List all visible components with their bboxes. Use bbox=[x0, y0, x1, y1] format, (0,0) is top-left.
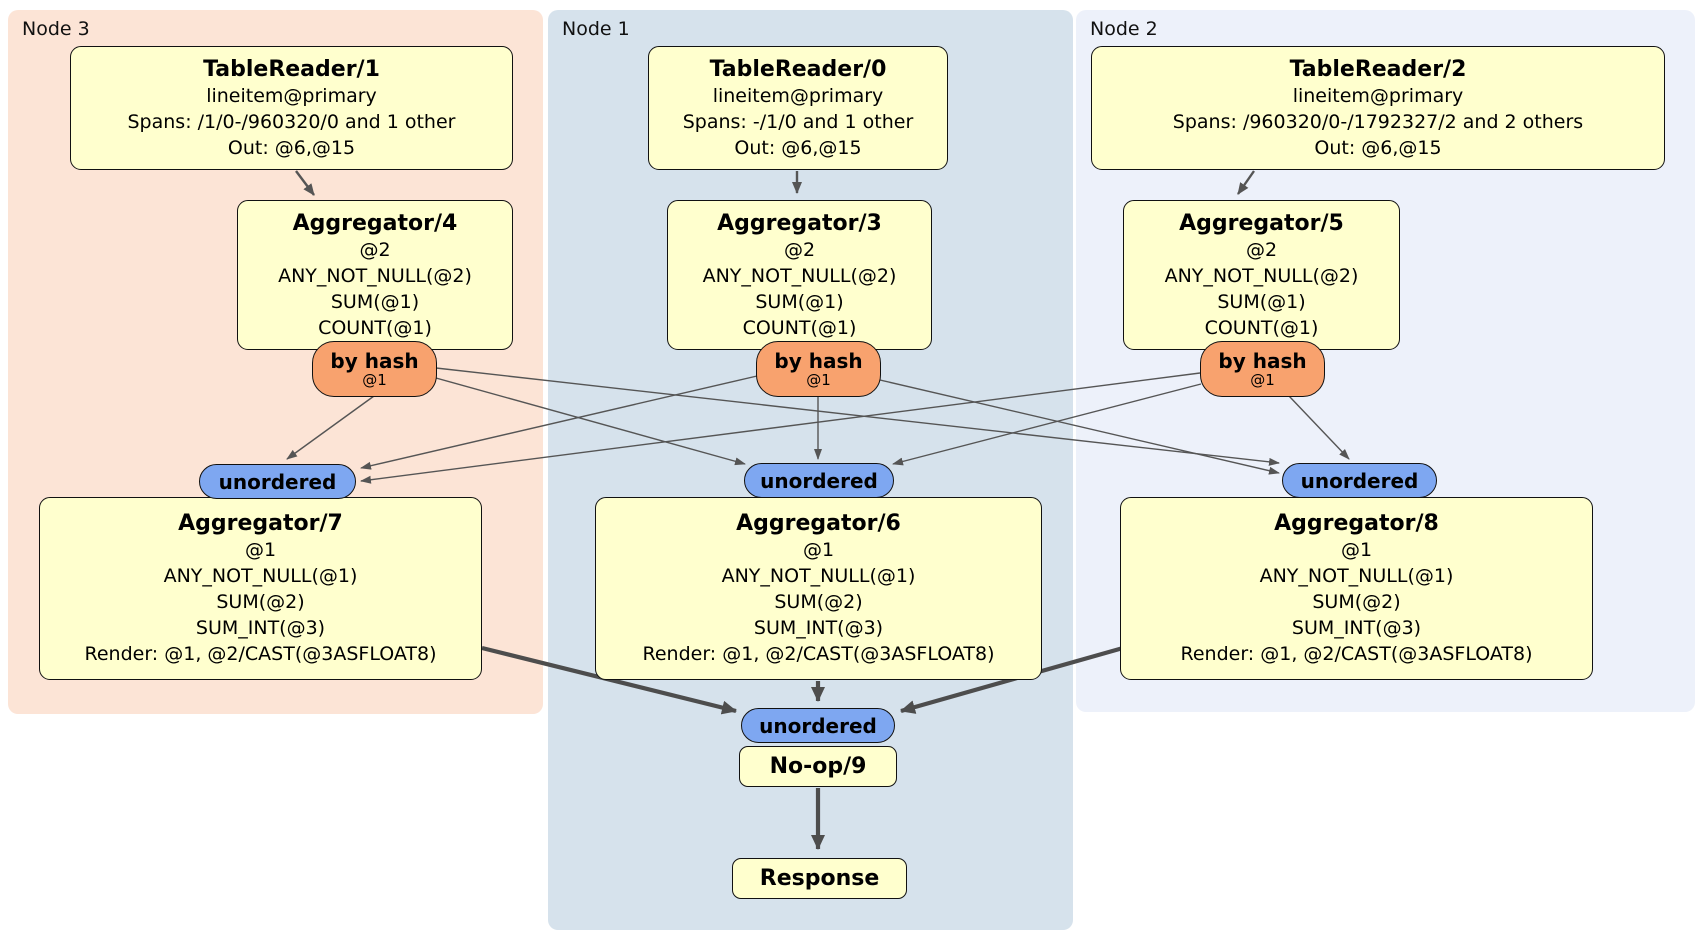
byhash-router-key: @1 bbox=[362, 370, 387, 389]
aggregator4-fn1: ANY_NOT_NULL(@2) bbox=[278, 264, 472, 287]
tablereader1-node: TableReader/1 lineitem@primary Spans: /1… bbox=[70, 46, 513, 170]
aggregator6-node: Aggregator/6 @1 ANY_NOT_NULL(@1) SUM(@2)… bbox=[595, 497, 1042, 680]
response-title: Response bbox=[759, 866, 880, 891]
panel-node3-label: Node 3 bbox=[22, 18, 90, 40]
aggregator6-group: @1 bbox=[802, 539, 835, 561]
aggregator6-render: Render: @1, @2/CAST(@3ASFLOAT8) bbox=[642, 643, 995, 665]
aggregator7-title: Aggregator/7 bbox=[178, 511, 343, 536]
unordered-stream-node2: unordered bbox=[1282, 463, 1437, 498]
tablereader1-table: lineitem@primary bbox=[206, 84, 377, 107]
noop-title: No-op/9 bbox=[769, 754, 867, 779]
aggregator5-group: @2 bbox=[1245, 238, 1278, 261]
byhash-router-label: by hash bbox=[1218, 348, 1307, 373]
byhash-router-key: @1 bbox=[806, 370, 831, 389]
tablereader0-title: TableReader/0 bbox=[709, 56, 887, 82]
unordered-stream-node1: unordered bbox=[744, 463, 894, 498]
unordered-stream-node3: unordered bbox=[199, 464, 356, 499]
aggregator8-group: @1 bbox=[1340, 539, 1373, 561]
unordered-stream-label: unordered bbox=[1300, 468, 1419, 493]
tablereader0-table: lineitem@primary bbox=[712, 84, 884, 107]
aggregator5-fn3: COUNT(@1) bbox=[1204, 316, 1319, 339]
aggregator4-title: Aggregator/4 bbox=[292, 210, 458, 236]
aggregator6-fn1: ANY_NOT_NULL(@1) bbox=[721, 565, 916, 587]
tablereader0-node: TableReader/0 lineitem@primary Spans: -/… bbox=[648, 46, 948, 170]
byhash-router-label: by hash bbox=[774, 348, 863, 373]
aggregator7-render: Render: @1, @2/CAST(@3ASFLOAT8) bbox=[84, 643, 437, 665]
aggregator5-fn2: SUM(@1) bbox=[1217, 290, 1306, 313]
byhash-router-label: by hash bbox=[330, 348, 419, 373]
aggregator8-title: Aggregator/8 bbox=[1274, 511, 1439, 536]
byhash-router-node3: by hash @1 bbox=[312, 341, 437, 397]
tablereader2-title: TableReader/2 bbox=[1289, 56, 1467, 82]
tablereader1-spans: Spans: /1/0-/960320/0 and 1 other bbox=[127, 110, 456, 133]
unordered-stream-label: unordered bbox=[218, 469, 337, 494]
aggregator6-fn3: SUM_INT(@3) bbox=[753, 617, 884, 639]
tablereader0-out: Out: @6,@15 bbox=[734, 136, 862, 159]
aggregator7-fn3: SUM_INT(@3) bbox=[195, 617, 326, 639]
aggregator3-fn1: ANY_NOT_NULL(@2) bbox=[702, 264, 897, 287]
tablereader2-out: Out: @6,@15 bbox=[1314, 136, 1442, 159]
aggregator7-fn2: SUM(@2) bbox=[216, 591, 305, 613]
byhash-router-node1: by hash @1 bbox=[756, 341, 881, 397]
unordered-stream-label: unordered bbox=[759, 713, 877, 738]
unordered-stream-final: unordered bbox=[741, 708, 895, 743]
aggregator7-fn1: ANY_NOT_NULL(@1) bbox=[163, 565, 358, 587]
tablereader2-node: TableReader/2 lineitem@primary Spans: /9… bbox=[1091, 46, 1665, 170]
unordered-stream-label: unordered bbox=[760, 468, 878, 493]
aggregator3-fn3: COUNT(@1) bbox=[742, 316, 857, 339]
tablereader1-out: Out: @6,@15 bbox=[227, 136, 356, 159]
tablereader0-spans: Spans: -/1/0 and 1 other bbox=[682, 110, 914, 133]
aggregator6-title: Aggregator/6 bbox=[736, 511, 901, 536]
tablereader2-table: lineitem@primary bbox=[1292, 84, 1464, 107]
aggregator8-fn2: SUM(@2) bbox=[1312, 591, 1401, 613]
aggregator3-fn2: SUM(@1) bbox=[755, 290, 844, 313]
tablereader2-spans: Spans: /960320/0-/1792327/2 and 2 others bbox=[1172, 110, 1584, 133]
aggregator5-node: Aggregator/5 @2 ANY_NOT_NULL(@2) SUM(@1)… bbox=[1123, 200, 1400, 350]
byhash-router-node2: by hash @1 bbox=[1200, 341, 1325, 397]
aggregator5-title: Aggregator/5 bbox=[1179, 210, 1344, 236]
aggregator3-title: Aggregator/3 bbox=[717, 210, 882, 236]
response-node: Response bbox=[732, 858, 907, 899]
byhash-router-key: @1 bbox=[1250, 370, 1275, 389]
aggregator8-fn1: ANY_NOT_NULL(@1) bbox=[1259, 565, 1454, 587]
tablereader1-title: TableReader/1 bbox=[203, 56, 380, 82]
aggregator8-fn3: SUM_INT(@3) bbox=[1291, 617, 1422, 639]
aggregator4-fn2: SUM(@1) bbox=[330, 290, 420, 313]
aggregator6-fn2: SUM(@2) bbox=[774, 591, 863, 613]
aggregator8-node: Aggregator/8 @1 ANY_NOT_NULL(@1) SUM(@2)… bbox=[1120, 497, 1593, 680]
noop-node: No-op/9 bbox=[739, 746, 897, 787]
aggregator5-fn1: ANY_NOT_NULL(@2) bbox=[1164, 264, 1359, 287]
aggregator7-group: @1 bbox=[244, 539, 277, 561]
aggregator3-group: @2 bbox=[783, 238, 816, 261]
aggregator8-render: Render: @1, @2/CAST(@3ASFLOAT8) bbox=[1180, 643, 1533, 665]
aggregator4-group: @2 bbox=[359, 238, 391, 261]
aggregator3-node: Aggregator/3 @2 ANY_NOT_NULL(@2) SUM(@1)… bbox=[667, 200, 932, 350]
aggregator4-fn3: COUNT(@1) bbox=[318, 316, 432, 339]
panel-node2-label: Node 2 bbox=[1090, 18, 1158, 40]
panel-node1-label: Node 1 bbox=[562, 18, 630, 40]
aggregator4-node: Aggregator/4 @2 ANY_NOT_NULL(@2) SUM(@1)… bbox=[237, 200, 513, 350]
aggregator7-node: Aggregator/7 @1 ANY_NOT_NULL(@1) SUM(@2)… bbox=[39, 497, 482, 680]
